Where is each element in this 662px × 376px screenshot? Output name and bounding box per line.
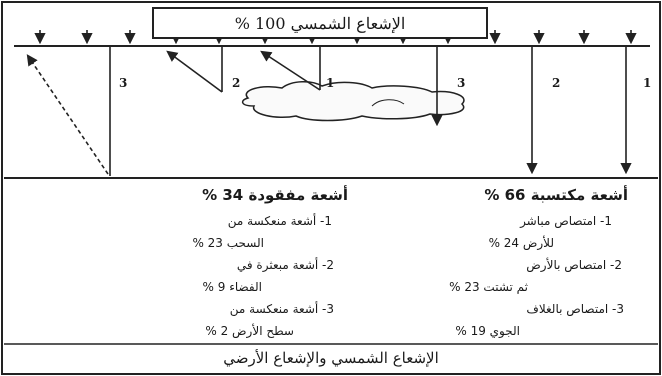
ray-2-scatter <box>166 50 223 93</box>
label-mid-3: 3 <box>457 76 466 90</box>
label-mid-1: 1 <box>326 76 335 90</box>
gained-line-6: الجوي 19 % <box>455 324 520 338</box>
label-right-1: 1 <box>643 76 652 90</box>
lost-line-5: 3- أشعة منعكسة من <box>229 302 334 316</box>
label-right-2: 2 <box>552 76 561 90</box>
lost-line-2: السحب 23 % <box>192 236 264 250</box>
label-left-3: 3 <box>119 76 128 90</box>
cloud-detail <box>371 99 405 107</box>
diagram-caption: الإشعاع الشمسي والإشعاع الأرضي <box>223 349 439 367</box>
gained-heading: أشعة مكتسبة 66 % <box>484 186 628 204</box>
lost-line-6: سطح الأرض 2 % <box>205 324 294 338</box>
label-mid-2: 2 <box>232 76 241 90</box>
gained-line-1: 1- امتصاص مباشر <box>520 214 612 228</box>
lost-line-1: 1- أشعة منعكسة من <box>227 214 332 228</box>
title-text: الإشعاع الشمسي 100 % <box>234 13 406 33</box>
gained-line-4: ثم تشتت 23 % <box>449 280 528 294</box>
gained-line-3: 2- امتصاص بالأرض <box>526 258 622 272</box>
gained-line-5: 3- امتصاص بالغلاف <box>526 302 624 316</box>
ray-1-reflect <box>260 50 321 91</box>
solar-radiation-title: الإشعاع الشمسي 100 % <box>152 7 488 39</box>
gained-line-2: للأرض 24 % <box>488 236 554 250</box>
lost-line-4: الفضاء 9 % <box>202 280 262 294</box>
cloud-shape <box>241 81 465 122</box>
lost-line-3: 2- أشعة مبعثرة في <box>236 258 334 272</box>
ray-3-left-reflected <box>26 54 109 175</box>
lost-heading: أشعة مفقودة 34 % <box>202 186 348 204</box>
